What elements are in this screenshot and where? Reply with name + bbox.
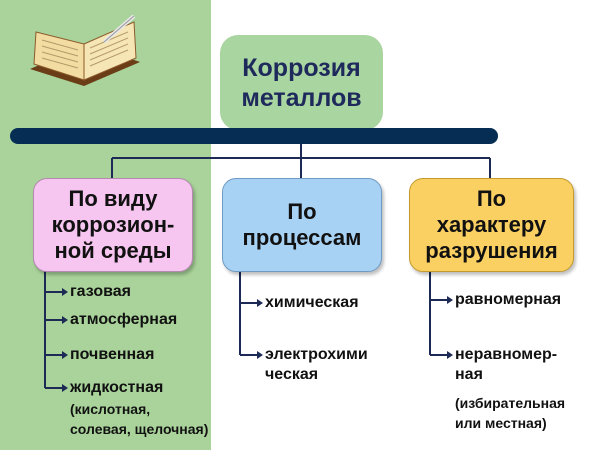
list-item: почвенная <box>70 346 155 363</box>
category-processes: По процессам <box>222 178 382 272</box>
list-item: газовая <box>70 283 131 300</box>
list-item: атмосферная <box>70 311 178 328</box>
open-book-icon <box>30 14 140 86</box>
list-item: жидкостная <box>70 379 164 396</box>
category-label: По процессам <box>242 199 362 250</box>
list-item: химическая <box>265 294 359 311</box>
list-item: электрохими ческая <box>265 346 368 383</box>
root-node: Коррозия металлов <box>220 35 383 130</box>
item-note: (кислотная, солевая, щелочная) <box>70 401 209 437</box>
list-item: равномерная <box>455 291 562 308</box>
connector-bar <box>10 128 498 144</box>
item-note: (избирательная или местная) <box>455 395 566 431</box>
list-item: неравномер- ная <box>455 346 558 383</box>
category-label: По характеру разрушения <box>425 186 558 263</box>
root-label: Коррозия металлов <box>241 53 362 112</box>
category-label: По виду коррозион- ной среды <box>51 186 175 263</box>
category-destruction: По характеру разрушения <box>409 178 574 272</box>
category-environment: По виду коррозион- ной среды <box>33 178 193 272</box>
